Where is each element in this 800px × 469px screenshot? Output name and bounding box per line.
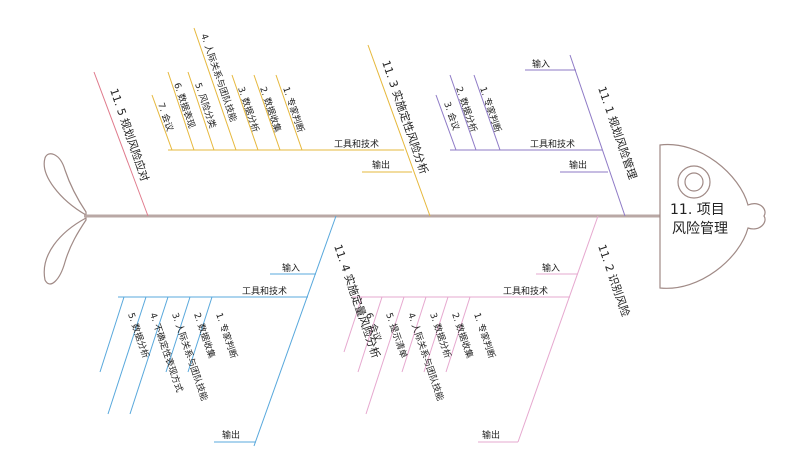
branch-11-3-item-line — [167, 71, 195, 151]
branch-11-2-item-line — [423, 296, 449, 373]
branch-11-1-item-line — [449, 74, 477, 151]
branch-11-4-item-line — [99, 296, 125, 373]
branch-11-1 — [435, 54, 626, 217]
branch-11-3-bone — [367, 44, 431, 217]
branch-11-2 — [343, 215, 599, 443]
branch-11-4-tool-item: 2. 数据收集 — [191, 311, 218, 360]
branch-11-2-item-line — [343, 296, 363, 353]
fish-tail — [43, 153, 87, 285]
branch-11-2-item-line — [365, 296, 405, 415]
branch-11-2-output-label: 输出 — [482, 429, 500, 441]
branch-11-2-item-line — [445, 296, 471, 373]
branch-11-3-item-line — [193, 27, 237, 151]
branch-11-1-tool-item: 1. 专家判断 — [477, 85, 504, 134]
branch-11-3 — [151, 27, 431, 217]
branch-11-5 — [93, 71, 149, 217]
branch-11-3-item-line — [253, 74, 281, 151]
branch-11-5-title: 11. 5 规划风险应对 — [107, 86, 152, 183]
branch-11-3-tools-label: 工具和技术 — [334, 138, 379, 150]
branch-11-3-item-line — [187, 71, 215, 151]
branch-11-2-tool-item: 3. 数据分析 — [427, 311, 454, 360]
branch-11-4-tool-item: 1. 专家判断 — [213, 311, 240, 360]
branch-11-2-bone — [517, 215, 599, 443]
branch-11-1-title: 11. 1 规划风险管理 — [595, 84, 640, 181]
branch-11-4-tools-label: 工具和技术 — [242, 285, 287, 297]
branch-11-3-output-label: 输出 — [372, 159, 390, 171]
branch-11-1-input-label: 输入 — [532, 58, 550, 70]
branch-11-3-title: 11. 3 实施定性风险分析 — [379, 58, 431, 176]
head-title-line1: 11. 项目 — [670, 202, 725, 218]
branch-11-4-item-line — [187, 296, 213, 373]
branch-11-2-tool-item: 1. 专家判断 — [471, 311, 498, 360]
branch-11-3-tool-item: 1. 专家判断 — [280, 85, 307, 134]
branch-11-4-item-line — [129, 296, 169, 415]
branch-11-1-item-line — [435, 94, 457, 151]
branch-11-1-output-label: 输出 — [569, 159, 587, 171]
branch-11-3-item-line — [151, 94, 173, 151]
fish-eye-inner — [684, 172, 704, 192]
branch-11-4-input-label: 输入 — [282, 262, 300, 274]
branch-11-3-item-line — [231, 74, 259, 151]
branch-11-4 — [99, 215, 337, 447]
branch-11-2-item-line — [401, 296, 427, 373]
fish-head — [659, 143, 766, 289]
branch-11-3-item-line — [275, 74, 303, 151]
branch-11-4-item-line — [107, 296, 147, 415]
branch-11-4-output-label: 输出 — [222, 429, 240, 441]
branch-11-5-bone — [93, 71, 149, 217]
branch-11-2-input-label: 输入 — [542, 262, 560, 274]
branch-11-1-item-line — [473, 74, 501, 151]
branch-11-1-bone — [569, 54, 626, 217]
branch-11-4-bone — [253, 215, 337, 447]
branch-11-2-item-line — [357, 296, 383, 373]
branch-11-1-tools-label: 工具和技术 — [530, 138, 575, 150]
branch-11-4-title: 11. 4 实施定量风险分析 — [331, 242, 383, 360]
branch-11-3-tool-item: 7. 会议 — [155, 101, 176, 133]
branch-11-2-tool-item: 2. 数据收集 — [449, 311, 476, 360]
branch-11-3-tool-item: 3. 数据分析 — [235, 85, 262, 134]
branch-11-2-tools-label: 工具和技术 — [503, 285, 548, 297]
branch-11-2-title: 11. 2 识别风险 — [595, 242, 633, 318]
fish-eye-outer — [677, 165, 711, 199]
head-title-line2: 风险管理 — [672, 221, 728, 237]
branch-11-3-tool-item: 2. 数据收集 — [257, 85, 284, 134]
branch-11-4-item-line — [165, 296, 191, 373]
